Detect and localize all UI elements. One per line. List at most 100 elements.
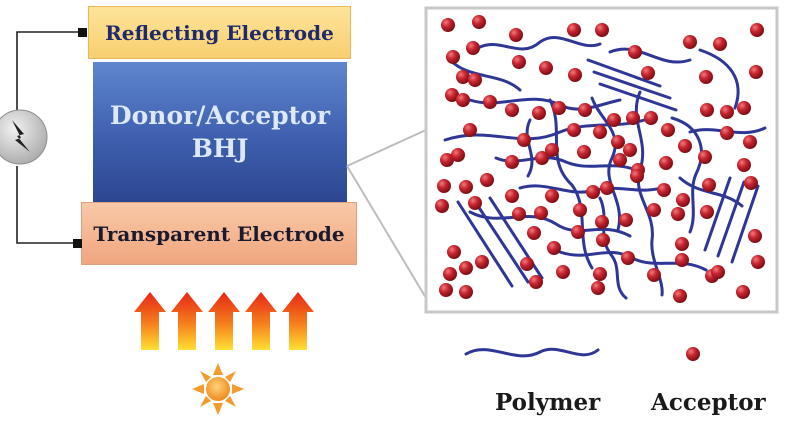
- acceptor-particle: [591, 281, 605, 295]
- acceptor-particle: [459, 285, 473, 299]
- acceptor-particle: [466, 41, 480, 55]
- terminal-bottom: [73, 239, 82, 248]
- light-arrow-icon: [171, 292, 203, 350]
- acceptor-particles: [435, 15, 765, 303]
- polymer-chain: [670, 116, 703, 234]
- acceptor-particle: [713, 37, 727, 51]
- acceptor-particle: [577, 145, 591, 159]
- acceptor-particle: [673, 289, 687, 303]
- acceptor-particle: [611, 135, 625, 149]
- acceptor-particle: [459, 261, 473, 275]
- acceptor-particle: [613, 153, 627, 167]
- acceptor-particle: [750, 23, 764, 37]
- acceptor-particle: [621, 251, 635, 265]
- acceptor-particle: [578, 103, 592, 117]
- acceptor-particle: [445, 88, 459, 102]
- acceptor-particle: [480, 173, 494, 187]
- acceptor-particle: [463, 123, 477, 137]
- morphology-inset: [424, 6, 779, 314]
- transparent-electrode-layer: Transparent Electrode: [81, 202, 357, 265]
- polymer-chain: [608, 47, 692, 64]
- legend-polymer-label: Polymer: [495, 389, 601, 416]
- acceptor-particle: [556, 265, 570, 279]
- acceptor-particle: [443, 267, 457, 281]
- acceptor-particle: [539, 61, 553, 75]
- acceptor-particle: [475, 255, 489, 269]
- acceptor-particle: [568, 68, 582, 82]
- acceptor-particle: [596, 233, 610, 247]
- legend-acceptor-swatch: [686, 347, 700, 361]
- polymer-chain: [472, 198, 530, 284]
- sun-icon: [192, 363, 244, 415]
- acceptor-particle: [699, 70, 713, 84]
- acceptor-particle: [720, 126, 734, 140]
- acceptor-particle: [447, 245, 461, 259]
- light-arrow-icon: [282, 292, 314, 350]
- acceptor-particle: [720, 105, 734, 119]
- polymer-chain: [678, 176, 744, 208]
- acceptor-particle: [468, 196, 482, 210]
- acceptor-particle: [675, 237, 689, 251]
- acceptor-particle: [700, 103, 714, 117]
- acceptor-particle: [505, 155, 519, 169]
- acceptor-particle: [586, 185, 600, 199]
- acceptor-particle: [675, 253, 689, 267]
- polymer-chains: [443, 36, 767, 300]
- transparent-electrode-label: Transparent Electrode: [93, 221, 345, 246]
- acceptor-particle: [446, 50, 460, 64]
- acceptor-particle: [644, 111, 658, 125]
- acceptor-particle: [567, 123, 581, 137]
- reflecting-electrode-layer: Reflecting Electrode: [88, 6, 351, 59]
- polymer-chain: [730, 184, 760, 264]
- acceptor-particle: [534, 206, 548, 220]
- acceptor-particle: [451, 148, 465, 162]
- acceptor-particle: [527, 226, 541, 240]
- acceptor-particle: [512, 207, 526, 221]
- acceptor-particle: [545, 189, 559, 203]
- acceptor-particle: [737, 158, 751, 172]
- acceptor-particle: [593, 267, 607, 281]
- polymer-chain: [443, 116, 652, 142]
- acceptor-particle: [459, 180, 473, 194]
- acceptor-particle: [512, 55, 526, 69]
- polymer-chain: [716, 180, 746, 258]
- acceptor-particle: [619, 213, 633, 227]
- polymer-chain: [698, 48, 740, 110]
- acceptor-particle: [743, 135, 757, 149]
- acceptor-particle: [678, 139, 692, 153]
- acceptor-particle: [509, 28, 523, 42]
- acceptor-particle: [505, 189, 519, 203]
- acceptor-particle: [456, 93, 470, 107]
- acceptor-particle: [657, 183, 671, 197]
- acceptor-particle: [676, 193, 690, 207]
- acceptor-particle: [711, 265, 725, 279]
- acceptor-particle: [595, 23, 609, 37]
- acceptor-particle: [700, 205, 714, 219]
- light-arrow-icon: [134, 292, 166, 350]
- acceptor-particle: [702, 178, 716, 192]
- acceptor-particle: [547, 241, 561, 255]
- zoom-line-bottom: [346, 165, 427, 299]
- acceptor-particle: [647, 268, 661, 282]
- acceptor-particle: [600, 181, 614, 195]
- polymer-chain: [448, 58, 522, 92]
- zoom-line-top: [346, 129, 427, 167]
- acceptor-particle: [748, 229, 762, 243]
- acceptor-particle: [573, 203, 587, 217]
- acceptor-particle: [659, 156, 673, 170]
- polymer-chain: [456, 200, 514, 288]
- acceptor-particle: [529, 275, 543, 289]
- acceptor-particle: [595, 215, 609, 229]
- legend-acceptor-label: Acceptor: [651, 389, 766, 416]
- acceptor-particle: [483, 95, 497, 109]
- legend-polymer-swatch: [464, 347, 600, 358]
- acceptor-particle: [456, 70, 470, 84]
- acceptor-particle: [439, 283, 453, 297]
- active-layer-label-line1: Donor/Acceptor: [109, 101, 331, 130]
- polymer-chain: [525, 118, 534, 178]
- light-arrow-icon: [245, 292, 277, 350]
- zoom-connector: [346, 129, 427, 299]
- polymer-chain: [548, 98, 594, 270]
- acceptor-particle: [545, 143, 559, 157]
- acceptor-particle: [751, 255, 765, 269]
